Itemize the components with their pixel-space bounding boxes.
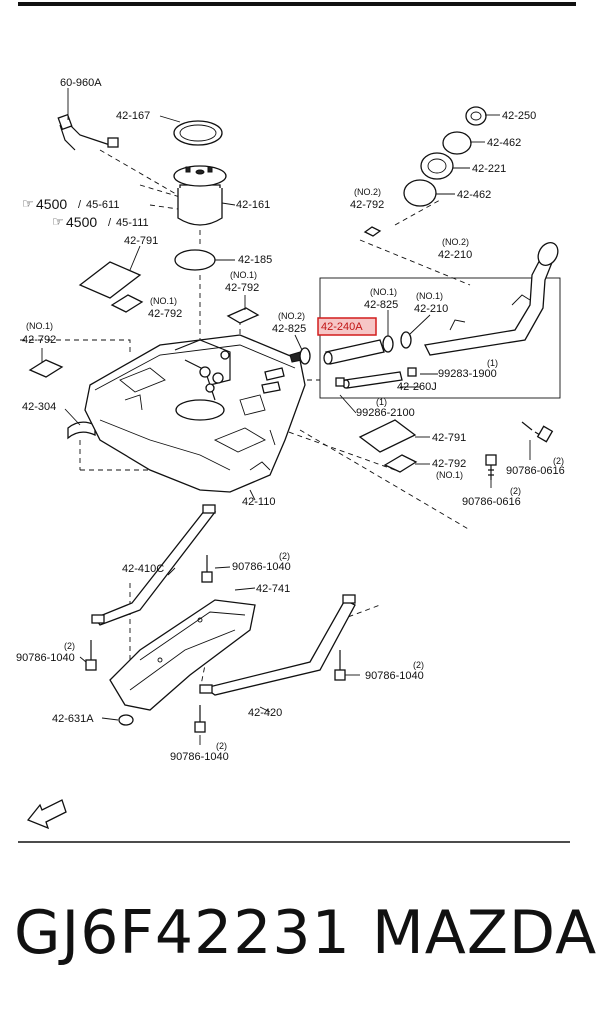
tank-strap-42-420[interactable] [199,594,356,696]
label-42-420: 42-420 [248,707,282,719]
label-90786-e-no: (2) [413,660,424,670]
label-42-631A: 42-631A [52,713,94,725]
label-42-161: 42-161 [236,199,270,211]
bolt-90786-1040-bottom[interactable] [194,705,206,733]
grommet-42-631A[interactable] [118,714,134,726]
label-42-110: 42-110 [242,496,275,508]
gasket-ring[interactable] [174,249,216,271]
gasket-42-462-upper[interactable] [442,131,472,155]
see-arrow-icon-b: ☞ [52,214,64,229]
label-42-792-b-no: (NO.1) [150,296,177,306]
pad-42-792-a[interactable] [110,294,144,313]
label-60-960A: 60-960A [60,77,102,89]
label-42-410C: 42-410C [122,563,164,575]
label-90786-1040-d: 90786-1040 [16,652,75,664]
bolt-90786-0616-right[interactable] [521,421,554,443]
label-90786-c-no: (2) [279,551,290,561]
label-42-825-b: 42-825 [364,299,398,311]
breather-hose-42-260J[interactable] [342,371,403,389]
label-90786-a-no: (2) [553,456,564,466]
gasket-42-462-lower[interactable] [403,179,437,207]
label-99286-no: (1) [376,397,387,407]
label-42-791-a: 42-791 [124,235,158,247]
label-42-210-a: 42-210 [414,303,448,315]
label-42-791-b: 42-791 [432,432,466,444]
label-42-792-a: 42-792 [225,282,259,294]
label-42-185: 42-185 [238,254,272,266]
label-4500-a: 4500 [36,196,67,212]
label-42-210-b: 42-210 [438,249,472,261]
label-99286-2100: 99286-2100 [356,407,415,419]
label-slash-a: / [78,199,82,211]
label-4500-b: 4500 [66,214,97,230]
tank-strap-42-410C[interactable] [91,504,217,626]
fuel-cap-42-250[interactable] [465,106,487,126]
see-arrow-icon: ☞ [22,196,34,211]
label-42-462-a: 42-462 [487,137,521,149]
pad-42-304[interactable] [67,421,96,440]
highlight-box-42-240A [317,317,377,336]
bolt-90786-0616-lower[interactable] [485,454,497,480]
label-42-260J: 42-260J [397,381,437,393]
label-90786-0616-b: 90786-0616 [462,496,521,508]
label-42-792-d: 42-792 [350,199,384,211]
top-border [18,2,576,6]
label-42-792-a-no: (NO.1) [230,270,257,280]
filler-cap-seal-42-221[interactable] [420,152,454,180]
label-42-741: 42-741 [256,583,290,595]
label-99283-1900: 99283-1900 [438,368,497,380]
pad-42-792-d[interactable] [363,226,382,237]
sender-wiring[interactable] [57,113,119,151]
filler-assembly-box [319,277,561,399]
label-90786-0616-a: 90786-0616 [506,465,565,477]
label-90786-f-no: (2) [216,741,227,751]
bolt-90786-1040-upper[interactable] [201,555,213,583]
label-42-825-a: 42-825 [272,323,306,335]
fwd-arrow-icon [26,799,67,830]
brand-name: MAZDA [372,898,597,968]
label-99283-no: (1) [487,358,498,368]
label-42-792-c: 42-792 [22,334,56,346]
label-42-250: 42-250 [502,110,536,122]
fuel-pump-unit[interactable] [173,165,227,226]
pad-42-792-c[interactable] [28,359,64,378]
label-45-611: 45-611 [86,199,119,211]
label-42-792-b: 42-792 [148,308,182,320]
lock-ring[interactable] [173,120,223,146]
label-90786-1040-e: 90786-1040 [365,670,424,682]
label-90786-1040-c: 90786-1040 [232,561,291,573]
filler-neck-pipe[interactable] [424,239,562,356]
bolt-90786-1040-right[interactable] [334,650,346,681]
label-90786-d-no: (2) [64,641,75,651]
fuel-tank[interactable] [84,334,306,493]
label-42-221: 42-221 [472,163,506,175]
label-42-210-b-no: (NO.2) [442,237,469,247]
callout-labels: 60-960A 42-167 ☞ 4500 / 45-611 ☞ 4500 / … [16,77,565,763]
filler-hose-42-240A[interactable] [323,339,385,365]
label-42-304: 42-304 [22,401,56,413]
label-42-240A: 42-240A [321,321,363,333]
label-42-167: 42-167 [116,110,150,122]
part-number: GJ6F42231 [14,898,351,968]
pad-42-792-b[interactable] [226,307,260,324]
label-42-792-e-no: (NO.1) [436,470,463,480]
leader-lines [41,88,531,745]
insulator-pad-42-791-right[interactable] [358,419,417,453]
under-guard-42-741[interactable] [109,599,256,711]
label-slash-b: / [108,217,112,229]
label-42-825-a-no: (NO.2) [278,311,305,321]
label-42-792-d-no: (NO.2) [354,187,381,197]
bolt-90786-1040-left[interactable] [85,640,97,671]
pad-42-792-e[interactable] [383,454,418,473]
label-90786-1040-f: 90786-1040 [170,751,229,763]
label-42-210-a-no: (NO.1) [416,291,443,301]
label-42-792-e: 42-792 [432,458,466,470]
label-42-825-b-no: (NO.1) [370,287,397,297]
insulator-pad-42-791-left[interactable] [78,261,142,299]
label-45-111: 45-111 [116,217,149,229]
label-42-462-b: 42-462 [457,189,491,201]
label-42-792-c-no: (NO.1) [26,321,53,331]
label-90786-b-no: (2) [510,486,521,496]
